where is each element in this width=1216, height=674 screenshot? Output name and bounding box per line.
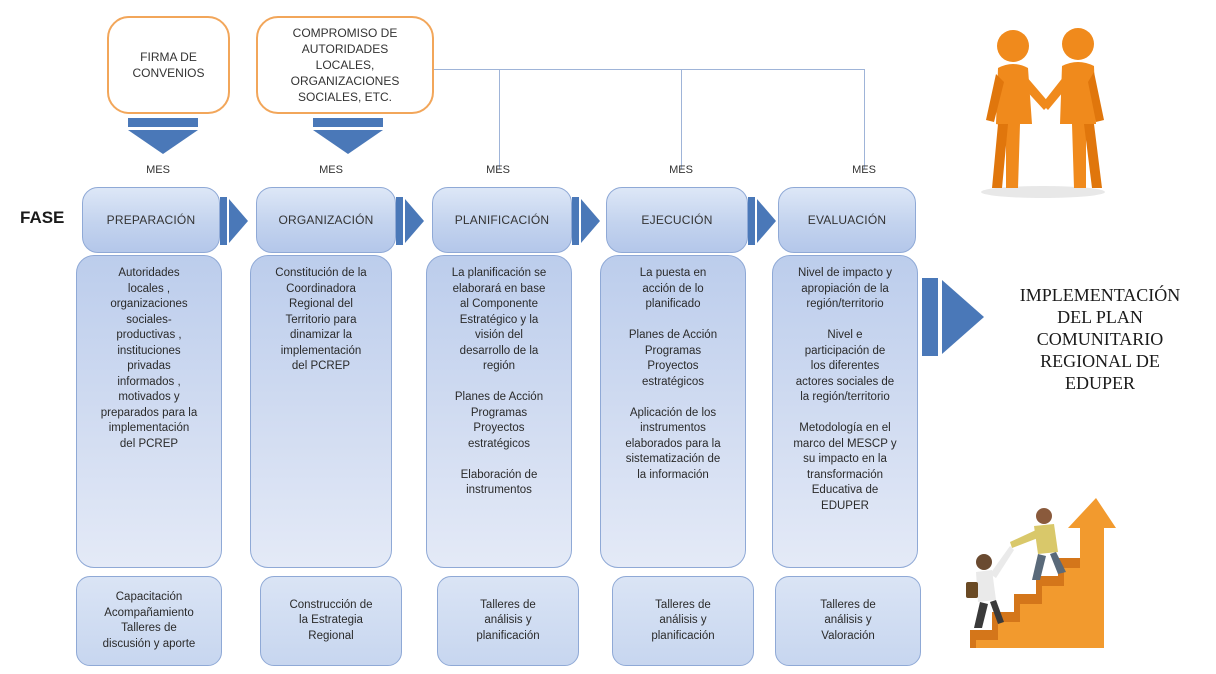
connector-drop-3 xyxy=(499,69,500,169)
firma-convenios-box: FIRMA DE CONVENIOS xyxy=(107,16,230,114)
outcome-line: COMUNITARIO xyxy=(1036,329,1164,349)
phase-description-organizacion: Constitución de la Coordinadora Regional… xyxy=(250,255,392,568)
outcome-line: DEL PLAN xyxy=(1057,307,1143,327)
right-arrow-3 xyxy=(572,197,600,245)
connector-horizontal xyxy=(432,69,865,70)
phase-description-planificacion: La planificación se elaborará en base al… xyxy=(426,255,572,568)
phase-activities-planificacion: Talleres de análisis y planificación xyxy=(437,576,579,666)
phase-title: EVALUACIÓN xyxy=(807,213,887,227)
handshake-illustration xyxy=(981,28,1105,198)
phase-activities-evaluacion: Talleres de análisis y Valoración xyxy=(775,576,921,666)
phase-activities-ejecucion: Talleres de análisis y planificación xyxy=(612,576,754,666)
outcome-title: IMPLEMENTACIÓN DEL PLAN COMUNITARIO REGI… xyxy=(994,284,1206,394)
phase-header-planificacion: PLANIFICACIÓN xyxy=(432,187,572,253)
phase-description-ejecucion: La puesta en acción de lo planificado Pl… xyxy=(600,255,746,568)
phase-title: PREPARACIÓN xyxy=(106,213,196,227)
phase-header-preparacion: PREPARACIÓN xyxy=(82,187,220,253)
outcome-line: EDUPER xyxy=(1064,373,1135,393)
phase-activities-organizacion: Construcción de la Estrategia Regional xyxy=(260,576,402,666)
phase-header-organizacion: ORGANIZACIÓN xyxy=(256,187,396,253)
firma-convenios-text: FIRMA DE CONVENIOS xyxy=(132,50,205,80)
mes-label-2: MES xyxy=(319,164,343,176)
mes-label-3: MES xyxy=(486,164,510,176)
phase-description-preparacion: Autoridades locales , organizaciones soc… xyxy=(76,255,222,568)
phase-title: EJECUCIÓN xyxy=(641,213,713,227)
fase-label: FASE xyxy=(20,208,65,227)
phase-header-evaluacion: EVALUACIÓN xyxy=(778,187,916,253)
phase-description-evaluacion: Nivel de impacto y apropiación de la reg… xyxy=(772,255,918,568)
down-arrow-1 xyxy=(128,118,198,154)
phase-title: ORGANIZACIÓN xyxy=(278,213,374,227)
phase-title: PLANIFICACIÓN xyxy=(454,213,550,227)
mes-label-5: MES xyxy=(852,164,876,176)
outcome-line: IMPLEMENTACIÓN xyxy=(1019,285,1181,305)
phase-activities-preparacion: Capacitación Acompañamiento Talleres de … xyxy=(76,576,222,666)
right-arrow-4 xyxy=(748,197,776,245)
mes-label-1: MES xyxy=(146,164,170,176)
phase-header-ejecucion: EJECUCIÓN xyxy=(606,187,748,253)
compromiso-box: COMPROMISO DE AUTORIDADES LOCALES, ORGAN… xyxy=(256,16,434,114)
down-arrow-2 xyxy=(313,118,383,154)
connector-drop-5 xyxy=(864,69,865,169)
right-arrow-1 xyxy=(220,197,248,245)
mes-label-4: MES xyxy=(669,164,693,176)
compromiso-text: COMPROMISO DE AUTORIDADES LOCALES, ORGAN… xyxy=(290,26,400,104)
climbing-stairs-illustration xyxy=(966,498,1116,648)
outcome-arrow xyxy=(922,278,984,356)
connector-drop-4 xyxy=(681,69,682,169)
outcome-line: REGIONAL DE xyxy=(1040,351,1160,371)
right-arrow-2 xyxy=(396,197,424,245)
